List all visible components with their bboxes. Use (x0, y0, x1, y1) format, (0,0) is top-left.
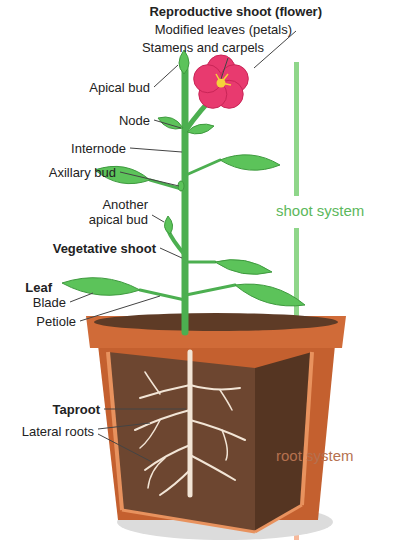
leader-line (160, 248, 182, 258)
petal (194, 65, 222, 93)
leader-line (104, 409, 186, 410)
petiole (140, 290, 185, 300)
lateral-root (190, 455, 235, 480)
part-label: Leaf (25, 280, 52, 295)
lateral-root (190, 420, 245, 440)
part-label: Internode (71, 141, 126, 156)
part-label: Apical bud (89, 80, 150, 95)
petiole (186, 261, 215, 264)
leader-line (130, 148, 182, 152)
leaf (187, 124, 214, 134)
leader-line (120, 172, 179, 186)
lateral-root (145, 372, 160, 394)
soil-cut (255, 352, 312, 532)
leader-line (221, 58, 228, 79)
apical-bud (164, 216, 172, 234)
lateral-root (148, 458, 165, 488)
petiole (150, 180, 185, 190)
part-label: Axillary bud (49, 165, 116, 180)
petiole (186, 160, 220, 175)
part-label: Taproot (53, 402, 100, 417)
lateral-root (145, 445, 190, 470)
soil-top (94, 313, 338, 331)
main-stem (182, 70, 189, 332)
soil-cut (108, 352, 255, 532)
carpel (217, 79, 226, 88)
pot-edge (122, 510, 255, 532)
system-label: shoot system (276, 202, 364, 219)
leader-line (80, 296, 160, 321)
leader-line (98, 423, 150, 429)
leader-line (154, 65, 178, 87)
petiole (186, 285, 235, 295)
leader-line (98, 434, 152, 462)
part-label: Modified leaves (petals) (155, 22, 292, 37)
taproot (188, 352, 193, 495)
pot-edge (302, 352, 312, 505)
part-label: Blade (33, 295, 66, 310)
part-label: Stamens and carpels (142, 40, 264, 55)
part-label: Petiole (36, 314, 76, 329)
part-label: Lateral roots (22, 424, 94, 439)
leaf (235, 284, 305, 306)
leaf (62, 278, 140, 296)
lateral-root (140, 385, 190, 398)
lateral-root (135, 410, 190, 430)
lateral-root (190, 385, 240, 389)
pot-edge (255, 505, 302, 532)
leaf (215, 260, 272, 275)
leader-line (152, 215, 164, 222)
lateral-root (220, 390, 232, 410)
part-label: Vegetative shoot (53, 241, 156, 256)
part-label: Reproductive shoot (flower) (149, 4, 322, 19)
part-label: Another apical bud (76, 197, 148, 227)
leader-line (154, 120, 181, 128)
leader-line (70, 293, 93, 302)
flower (194, 55, 249, 108)
system-label: root system (276, 447, 354, 464)
stem (140, 70, 235, 332)
pot-edge (108, 352, 122, 510)
lateral-root (160, 470, 190, 495)
shoot-bar (294, 62, 299, 196)
roots (135, 352, 245, 495)
lateral-root (222, 430, 227, 460)
part-label: Node (119, 113, 150, 128)
leaf (220, 155, 280, 170)
